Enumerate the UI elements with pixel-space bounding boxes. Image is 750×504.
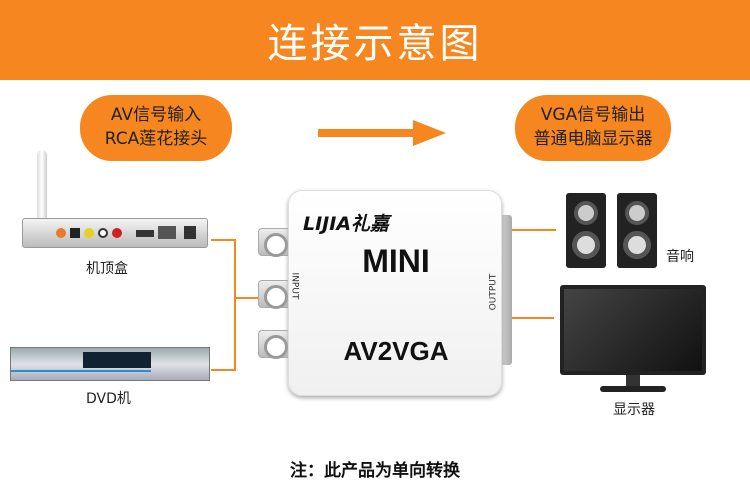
title-banner: 连接示意图 bbox=[0, 0, 750, 80]
set-top-box-label: 机顶盒 bbox=[86, 261, 128, 277]
note-text: 注：此产品为单向转换 bbox=[290, 461, 460, 481]
brand-logo: LIJIA礼嘉 bbox=[303, 213, 390, 235]
input-label: INPUT bbox=[289, 272, 300, 300]
rca-jack bbox=[258, 228, 292, 257]
monitor-base bbox=[600, 386, 666, 392]
output-label: OUTPUT bbox=[488, 273, 499, 311]
connector-line bbox=[234, 239, 236, 371]
speakers-label: 音响 bbox=[666, 249, 694, 265]
av2vga-converter: LIJIA礼嘉 MINI AV2VGA INPUT OUTPUT bbox=[288, 190, 502, 396]
model-text: MINI bbox=[362, 243, 430, 279]
connector-line bbox=[508, 317, 554, 319]
output-bubble-line2: 普通电脑显示器 bbox=[533, 129, 653, 149]
set-top-box-image bbox=[20, 150, 210, 250]
monitor-image bbox=[560, 285, 706, 375]
rca-jack bbox=[258, 330, 292, 359]
arrow-right-icon bbox=[318, 120, 446, 146]
type-text: AV2VGA bbox=[343, 336, 449, 366]
output-bubble: VGA信号输出 普通电脑显示器 bbox=[515, 95, 671, 161]
monitor-stand bbox=[626, 375, 640, 387]
connector-line bbox=[508, 229, 556, 231]
connector-line bbox=[211, 369, 236, 371]
connector-line bbox=[211, 239, 236, 241]
dvd-label: DVD机 bbox=[86, 391, 131, 407]
connector-line bbox=[234, 297, 260, 299]
dvd-player-image bbox=[10, 347, 210, 381]
input-bubble-line2: RCA莲花接头 bbox=[104, 129, 208, 149]
output-bubble-line1: VGA信号输出 bbox=[540, 105, 646, 125]
input-bubble: AV信号输入 RCA莲花接头 bbox=[80, 95, 232, 161]
speaker-right-image bbox=[617, 193, 657, 268]
speaker-left-image bbox=[566, 193, 606, 268]
input-bubble-line1: AV信号输入 bbox=[110, 105, 202, 125]
monitor-label: 显示器 bbox=[613, 402, 655, 418]
page-title: 连接示意图 bbox=[267, 21, 483, 67]
rca-jack bbox=[258, 280, 292, 309]
